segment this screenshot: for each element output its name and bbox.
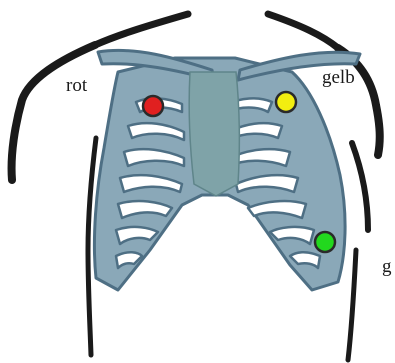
green-electrode: [315, 232, 335, 252]
ribcage: [94, 50, 360, 290]
neck-left-line: [95, 14, 188, 45]
sternum: [189, 72, 239, 196]
right-arm-line: [352, 143, 368, 230]
label-rot: rot: [66, 75, 88, 96]
left-shoulder-line: [12, 45, 95, 180]
label-g: g: [382, 256, 392, 277]
right-lower-arm-line: [348, 250, 356, 360]
label-gelb: gelb: [322, 67, 355, 88]
neck-right-line: [268, 14, 338, 48]
red-electrode: [143, 96, 163, 116]
yellow-electrode: [276, 92, 296, 112]
